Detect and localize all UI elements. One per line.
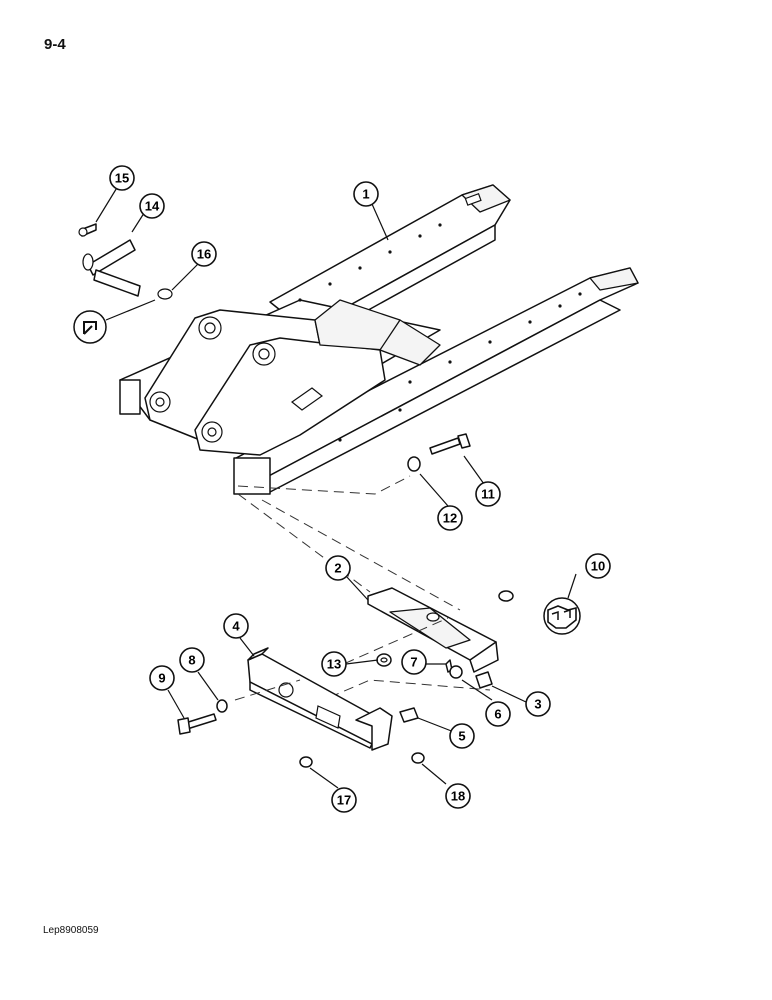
callout-6: 6 [485, 701, 511, 727]
svg-text:3: 3 [534, 697, 541, 712]
callout-12: 12 [437, 505, 463, 531]
callout-14: 14 [139, 193, 165, 219]
svg-text:15: 15 [115, 171, 129, 186]
hardware-parts [177, 653, 493, 768]
svg-text:17: 17 [337, 793, 351, 808]
svg-text:9: 9 [158, 671, 165, 686]
leader-lines [95, 185, 577, 789]
assembly-line-3 [261, 499, 461, 611]
grease-point-icon [73, 310, 107, 344]
svg-text:2: 2 [334, 561, 341, 576]
svg-text:4: 4 [232, 619, 240, 634]
callout-10: 10 [585, 553, 611, 579]
svg-text:10: 10 [591, 559, 605, 574]
svg-text:16: 16 [197, 247, 211, 262]
svg-text:6: 6 [494, 707, 501, 722]
svg-text:18: 18 [451, 789, 465, 804]
callout-13: 13 [321, 651, 347, 677]
main-frame [119, 184, 639, 495]
drawing-reference: Lep8908059 [43, 925, 99, 936]
bracket-detail-icon [543, 597, 581, 635]
svg-text:8: 8 [188, 653, 195, 668]
cap-plug [498, 590, 514, 602]
callout-3: 3 [525, 691, 551, 717]
pivot-pin-assembly [78, 223, 173, 300]
svg-text:1: 1 [362, 187, 369, 202]
svg-text:14: 14 [145, 199, 160, 214]
callout-1: 1 [353, 181, 379, 207]
page-number: 9-4 [44, 36, 66, 53]
callout-16: 16 [191, 241, 217, 267]
rail-rivets [298, 223, 582, 442]
callout-5: 5 [449, 723, 475, 749]
callout-11: 11 [475, 481, 501, 507]
callout-8: 8 [179, 647, 205, 673]
svg-text:7: 7 [410, 655, 417, 670]
assembly-line-1 [237, 475, 411, 495]
cross-member-plate [367, 587, 499, 673]
callout-7: 7 [401, 649, 427, 675]
callout-4: 4 [223, 613, 249, 639]
end-plate [247, 647, 393, 751]
callout-17: 17 [331, 787, 357, 813]
svg-text:5: 5 [458, 729, 465, 744]
svg-text:13: 13 [327, 657, 341, 672]
callout-18: 18 [445, 783, 471, 809]
callout-15: 15 [109, 165, 135, 191]
bolt-and-spacer [407, 433, 471, 472]
callout-2: 2 [325, 555, 351, 581]
callout-9: 9 [149, 665, 175, 691]
svg-text:12: 12 [443, 511, 457, 526]
svg-text:11: 11 [481, 487, 495, 502]
assembly-line-2 [237, 493, 371, 593]
